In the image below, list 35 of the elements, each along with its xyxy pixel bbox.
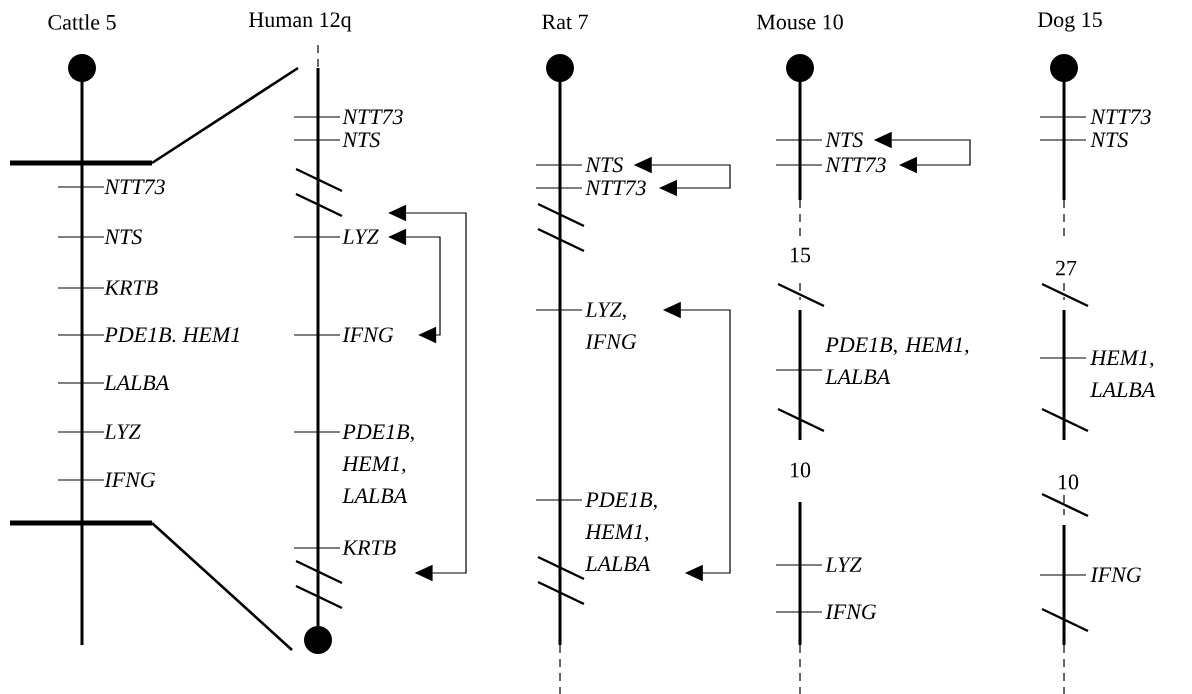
- gene-label: PDE1B, HEM1, LALBA: [342, 424, 414, 503]
- gene-label: LYZ: [825, 557, 862, 572]
- gene-label: IFNG: [342, 327, 394, 343]
- chromosome-title: Mouse 10: [754, 12, 846, 32]
- gene-label: PDE1B, HEM1, LALBA: [825, 337, 969, 384]
- gene-label: KRTB: [342, 540, 396, 555]
- chromosome-title: Human 12q: [246, 10, 354, 34]
- gene-label: NTS: [104, 229, 142, 245]
- gene-label: NTT73: [104, 179, 165, 195]
- gene-label: IFNG: [1090, 567, 1142, 583]
- gene-label: NTS: [342, 132, 380, 148]
- gene-label: NTT73: [342, 109, 403, 125]
- gene-label: HEM1, LALBA: [1090, 350, 1156, 397]
- gene-label: LYZ: [342, 229, 379, 244]
- chromosome-number: 27: [1053, 258, 1079, 278]
- gene-label: LYZ, IFNG: [585, 302, 637, 349]
- chromosome-title: Cattle 5: [45, 12, 119, 32]
- gene-label: PDE1B. HEM1: [104, 327, 239, 343]
- gene-label: IFNG: [104, 472, 156, 488]
- gene-label: NTS: [1090, 132, 1128, 148]
- chromosome-number: 15: [787, 245, 813, 265]
- gene-label: NTT73: [585, 180, 646, 196]
- gene-label: LALBA: [104, 375, 170, 390]
- gene-label: NTT73: [825, 157, 886, 173]
- gene-label: NTT73: [1090, 109, 1151, 125]
- chromosome-number: 10: [1055, 472, 1081, 492]
- gene-label: KRTB: [104, 280, 158, 295]
- gene-label: PDE1B, HEM1, LALBA: [585, 492, 657, 571]
- gene-label: NTS: [585, 157, 623, 173]
- chromosome-title: Dog 15: [1035, 10, 1105, 34]
- gene-label: LYZ: [104, 424, 141, 439]
- chromosome-title: Rat 7: [539, 12, 591, 32]
- gene-label: NTS: [825, 132, 863, 148]
- chromosome-number: 10: [787, 460, 813, 480]
- gene-label: IFNG: [825, 604, 877, 620]
